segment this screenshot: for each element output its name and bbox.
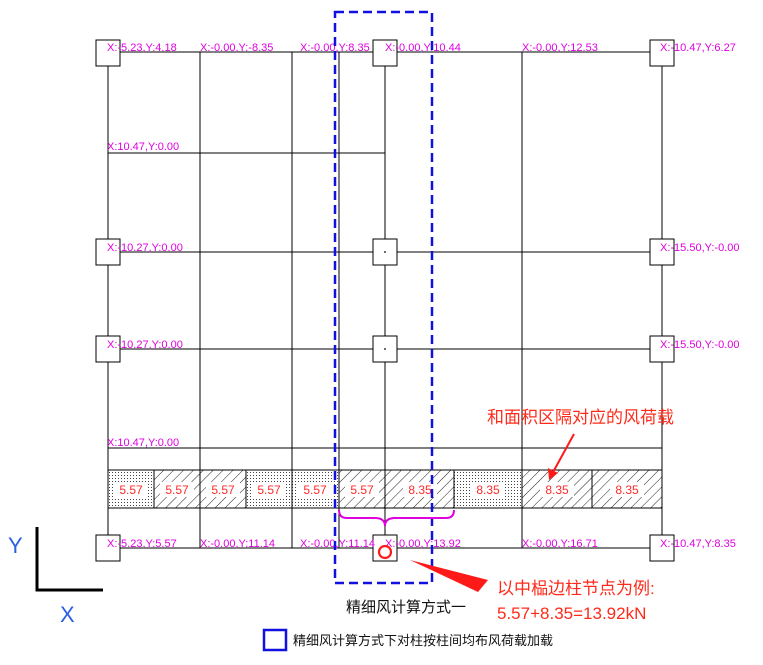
node-label-left-r5: X:10.47,Y:0.00 xyxy=(107,437,179,449)
column-node xyxy=(95,335,121,363)
highlighted-node-marker xyxy=(377,544,393,560)
node-label-top-5: X:-0.00,Y:12.53 xyxy=(522,42,598,54)
legend-swatch xyxy=(262,628,288,652)
tributary-brace xyxy=(338,509,455,527)
node-label-bot-right: X:-10.47,Y:8.35 xyxy=(660,538,736,550)
node-label-bot-left: X:-5.23,Y:5.57 xyxy=(107,538,177,550)
highlight-frame xyxy=(333,10,434,585)
column-node xyxy=(372,238,398,266)
column-node xyxy=(649,335,675,363)
node-label-top-mid: X:-0.00,Y:10.44 xyxy=(385,42,461,54)
legend-text: 精细风计算方式下对柱按柱间均布风荷载加载 xyxy=(293,633,553,649)
strip-value: 8.35 xyxy=(615,483,639,497)
strip-value: 5.57 xyxy=(257,483,281,497)
y-axis-label: Y xyxy=(8,533,23,558)
annotation-arrows xyxy=(410,433,575,592)
strip-value: 5.57 xyxy=(165,483,189,497)
strip-value: 8.35 xyxy=(545,483,569,497)
column-node xyxy=(95,238,121,266)
method-caption: 精细风计算方式一 xyxy=(346,598,466,616)
example-text-line2: 5.57+8.35=13.92kN xyxy=(497,604,646,623)
node-label-right-r3: X:-15.50,Y:-0.00 xyxy=(660,242,740,254)
strip-value: 5.57 xyxy=(211,483,235,497)
column-node xyxy=(649,238,675,266)
wind-load-strip xyxy=(107,469,663,509)
node-label-bot-mid: X:-0.00,Y:13.92 xyxy=(385,538,461,550)
node-label-left-r2: X:10.47,Y:0.00 xyxy=(107,141,179,153)
node-label-left-r3: X:-10.27,Y:0.00 xyxy=(107,242,183,254)
column-node xyxy=(372,534,398,562)
strip-value: 8.35 xyxy=(476,483,500,497)
column-node xyxy=(649,39,675,67)
column-node xyxy=(95,39,121,67)
column-node xyxy=(649,534,675,562)
strip-value-labels: 5.57 5.57 5.57 5.57 5.57 5.57 8.35 8.35 … xyxy=(114,482,644,497)
area-note-text: 和面积区隔对应的风荷载 xyxy=(487,408,674,427)
column-node xyxy=(372,39,398,67)
x-axis-label: X xyxy=(60,602,75,627)
node-label-right-r4: X:-15.50,Y:-0.00 xyxy=(660,339,740,351)
node-label-top-right: X:-10.47,Y:6.27 xyxy=(660,42,736,54)
node-label-bot-2: X:-0.00,Y:11.14 xyxy=(200,538,275,550)
strip-value: 5.57 xyxy=(303,483,327,497)
column-node xyxy=(95,534,121,562)
example-text-line1: 以中榀边柱节点为例: xyxy=(497,579,655,598)
node-label-top-3: X:-0.00,Y:8.35 xyxy=(300,42,370,54)
strip-value: 5.57 xyxy=(350,483,374,497)
node-label-bot-3: X:-0.00,Y:11.14 xyxy=(300,538,375,550)
node-label-top-left: X:-5.23,Y:4.18 xyxy=(107,42,177,54)
node-label-bot-5: X:-0.00,Y:16.71 xyxy=(522,538,598,550)
node-label-top-2: X:-0.00,Y:-8.35 xyxy=(200,42,273,54)
axis-indicator: Y X xyxy=(8,527,103,627)
strip-value: 8.35 xyxy=(408,483,432,497)
strip-value: 5.57 xyxy=(119,483,143,497)
node-label-left-r4: X:-10.27,Y:0.00 xyxy=(107,339,183,351)
node-coordinate-labels: X:-5.23,Y:4.18 X:-0.00,Y:-8.35 X:-0.00,Y… xyxy=(107,42,740,550)
